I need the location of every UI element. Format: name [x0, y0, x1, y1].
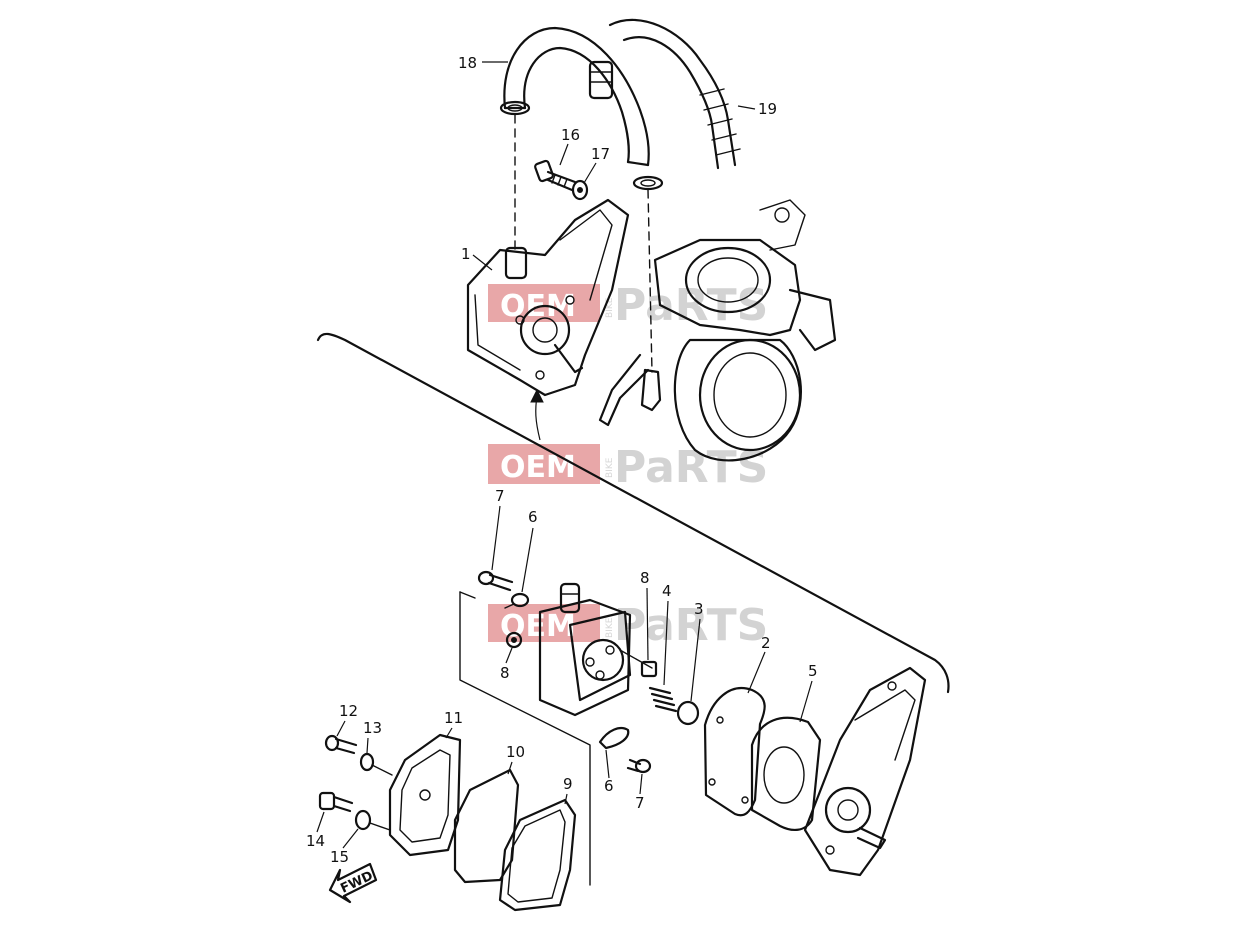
fuel-hose-19 — [608, 18, 741, 170]
callout-4: 4 — [662, 582, 672, 600]
callout-16: 16 — [561, 126, 580, 144]
hose-clip-right — [632, 175, 664, 191]
callout-11: 11 — [444, 709, 463, 727]
fwd-direction-arrow: FWD — [328, 862, 378, 904]
callout-7-upper: 7 — [495, 487, 505, 505]
screw-14 — [318, 791, 354, 813]
callout-18: 18 — [458, 54, 477, 72]
callout-5: 5 — [808, 662, 818, 680]
callout-2: 2 — [761, 634, 771, 652]
cover-11 — [388, 733, 462, 857]
watermark-bike-text: BIKE — [605, 297, 615, 318]
pump-body — [538, 582, 632, 717]
bolt-7-lower — [626, 758, 652, 774]
washer-6-lower — [598, 726, 630, 750]
watermark-parts-text: PaRTS — [614, 600, 768, 651]
screw-12 — [324, 734, 358, 755]
watermark-bike-text: BIKE — [605, 457, 615, 478]
gasket-9 — [498, 798, 577, 912]
nut-8-left — [505, 631, 523, 649]
callout-3: 3 — [694, 600, 704, 618]
bolt-7-upper — [477, 570, 514, 592]
fuel-hose-18 — [503, 26, 650, 167]
throttle-body — [598, 199, 837, 462]
fwd-label: FWD — [338, 869, 375, 897]
bolt-16 — [534, 159, 577, 192]
watermark-bike-text: BIKE — [605, 617, 615, 638]
callouts: 18 19 16 17 1 7 6 8 4 3 2 5 8 12 13 11 1 — [306, 54, 818, 866]
callout-14: 14 — [306, 832, 325, 850]
callout-9: 9 — [563, 775, 573, 793]
callout-10: 10 — [506, 743, 525, 761]
valve-3 — [676, 700, 700, 726]
callout-8-right: 8 — [640, 569, 650, 587]
callout-8-left: 8 — [500, 664, 510, 682]
callout-15: 15 — [330, 848, 349, 866]
callout-17: 17 — [591, 145, 610, 163]
washer-6-upper — [504, 592, 530, 609]
nut-8-right — [640, 660, 658, 678]
washer-13 — [359, 752, 375, 772]
diaphragm-2 — [703, 687, 766, 817]
callout-7-lower: 7 — [635, 794, 645, 812]
callout-6-lower: 6 — [604, 777, 614, 795]
fuel-pump-assembly-1 — [466, 198, 630, 397]
watermark-middle: OEM BIKE PaRTS — [488, 442, 768, 493]
washer-17 — [571, 179, 589, 201]
hose-fitting — [588, 60, 614, 100]
gasket-5 — [750, 716, 822, 832]
hose-clip-left — [499, 100, 531, 116]
callout-6-upper: 6 — [528, 508, 538, 526]
washer-15 — [354, 809, 372, 831]
watermark-parts-text: PaRTS — [614, 280, 768, 331]
callout-1: 1 — [461, 245, 471, 263]
pump-cover — [803, 666, 927, 877]
spring-4 — [648, 686, 678, 713]
callout-13: 13 — [363, 719, 382, 737]
watermark-oem-text: OEM — [500, 450, 576, 485]
callout-19: 19 — [758, 100, 777, 118]
watermark-top: OEM BIKE PaRTS — [488, 280, 768, 331]
gasket-10 — [453, 768, 520, 884]
callout-12: 12 — [339, 702, 358, 720]
